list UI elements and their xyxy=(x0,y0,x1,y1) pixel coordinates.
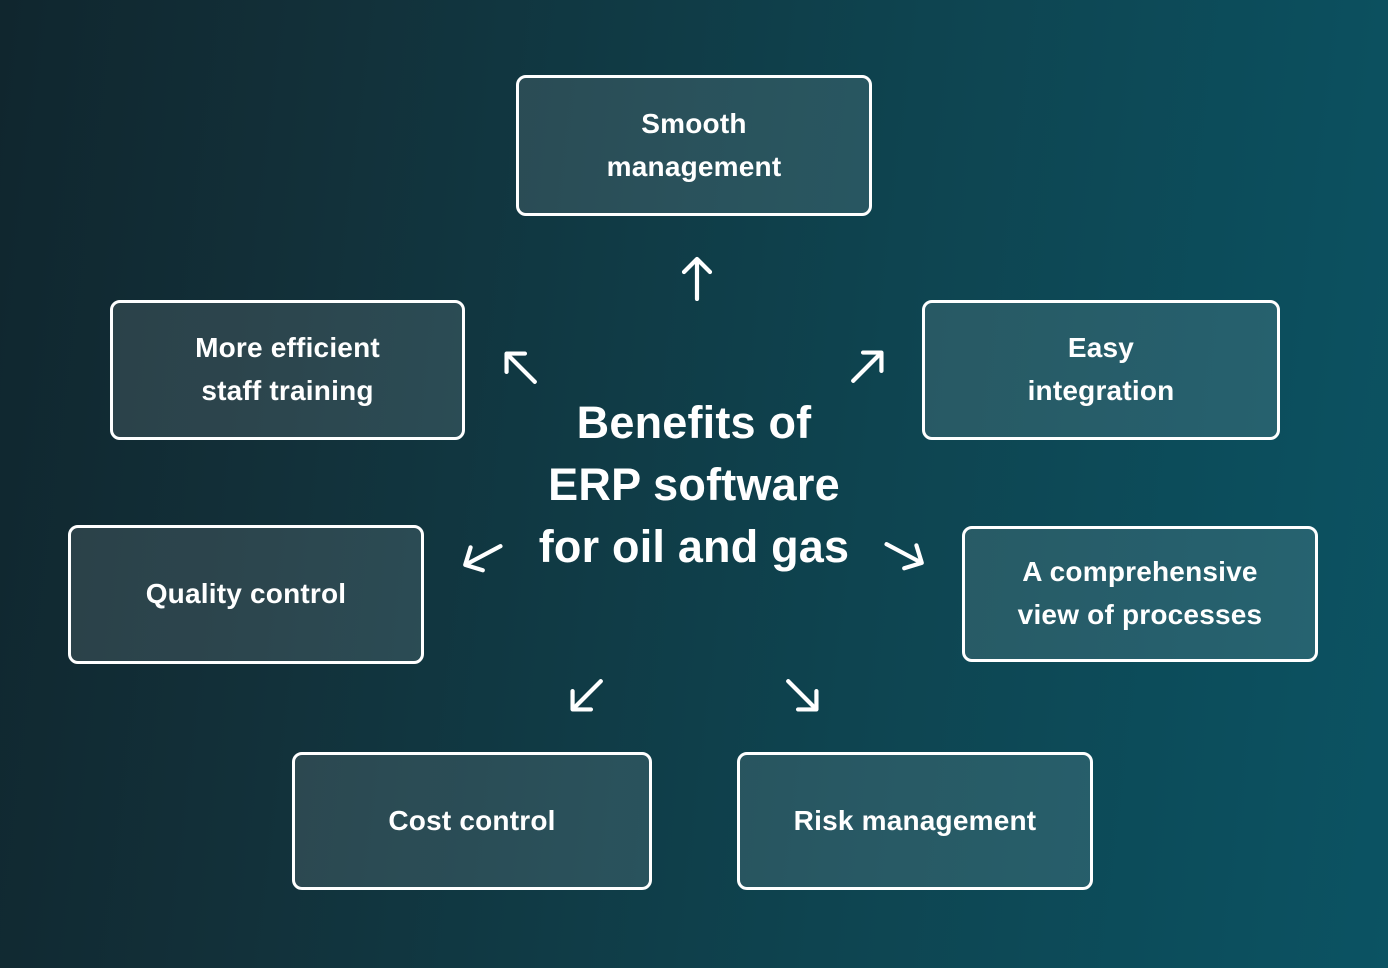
page-title: Benefits of ERP software for oil and gas xyxy=(538,397,850,572)
box-smooth-management: Smooth management xyxy=(516,75,872,216)
box-label: A comprehensive view of processes xyxy=(1017,556,1263,630)
box-label: Cost control xyxy=(388,804,556,836)
box-label: Risk management xyxy=(793,804,1037,836)
arrow-up-left-icon xyxy=(492,339,549,396)
arrow-up-right-icon xyxy=(840,338,897,395)
box-comprehensive-view-of-processes: A comprehensive view of processes xyxy=(962,526,1318,662)
box-label: Smooth management xyxy=(606,107,782,182)
arrow-up-icon xyxy=(680,255,714,301)
box-label: Easy integration xyxy=(1027,332,1175,406)
arrow-left-down-icon xyxy=(454,530,511,582)
box-label: Quality control xyxy=(145,578,347,610)
box-label: More efficient staff training xyxy=(195,332,380,406)
arrow-down-right-icon xyxy=(775,668,832,725)
arrow-down-left-icon xyxy=(558,668,615,725)
arrow-right-down-icon xyxy=(877,528,934,580)
box-quality-control: Quality control xyxy=(68,525,424,664)
box-risk-management: Risk management xyxy=(737,752,1093,890)
box-more-efficient-staff-training: More efficient staff training xyxy=(110,300,465,440)
box-cost-control: Cost control xyxy=(292,752,652,890)
box-easy-integration: Easy integration xyxy=(922,300,1280,440)
